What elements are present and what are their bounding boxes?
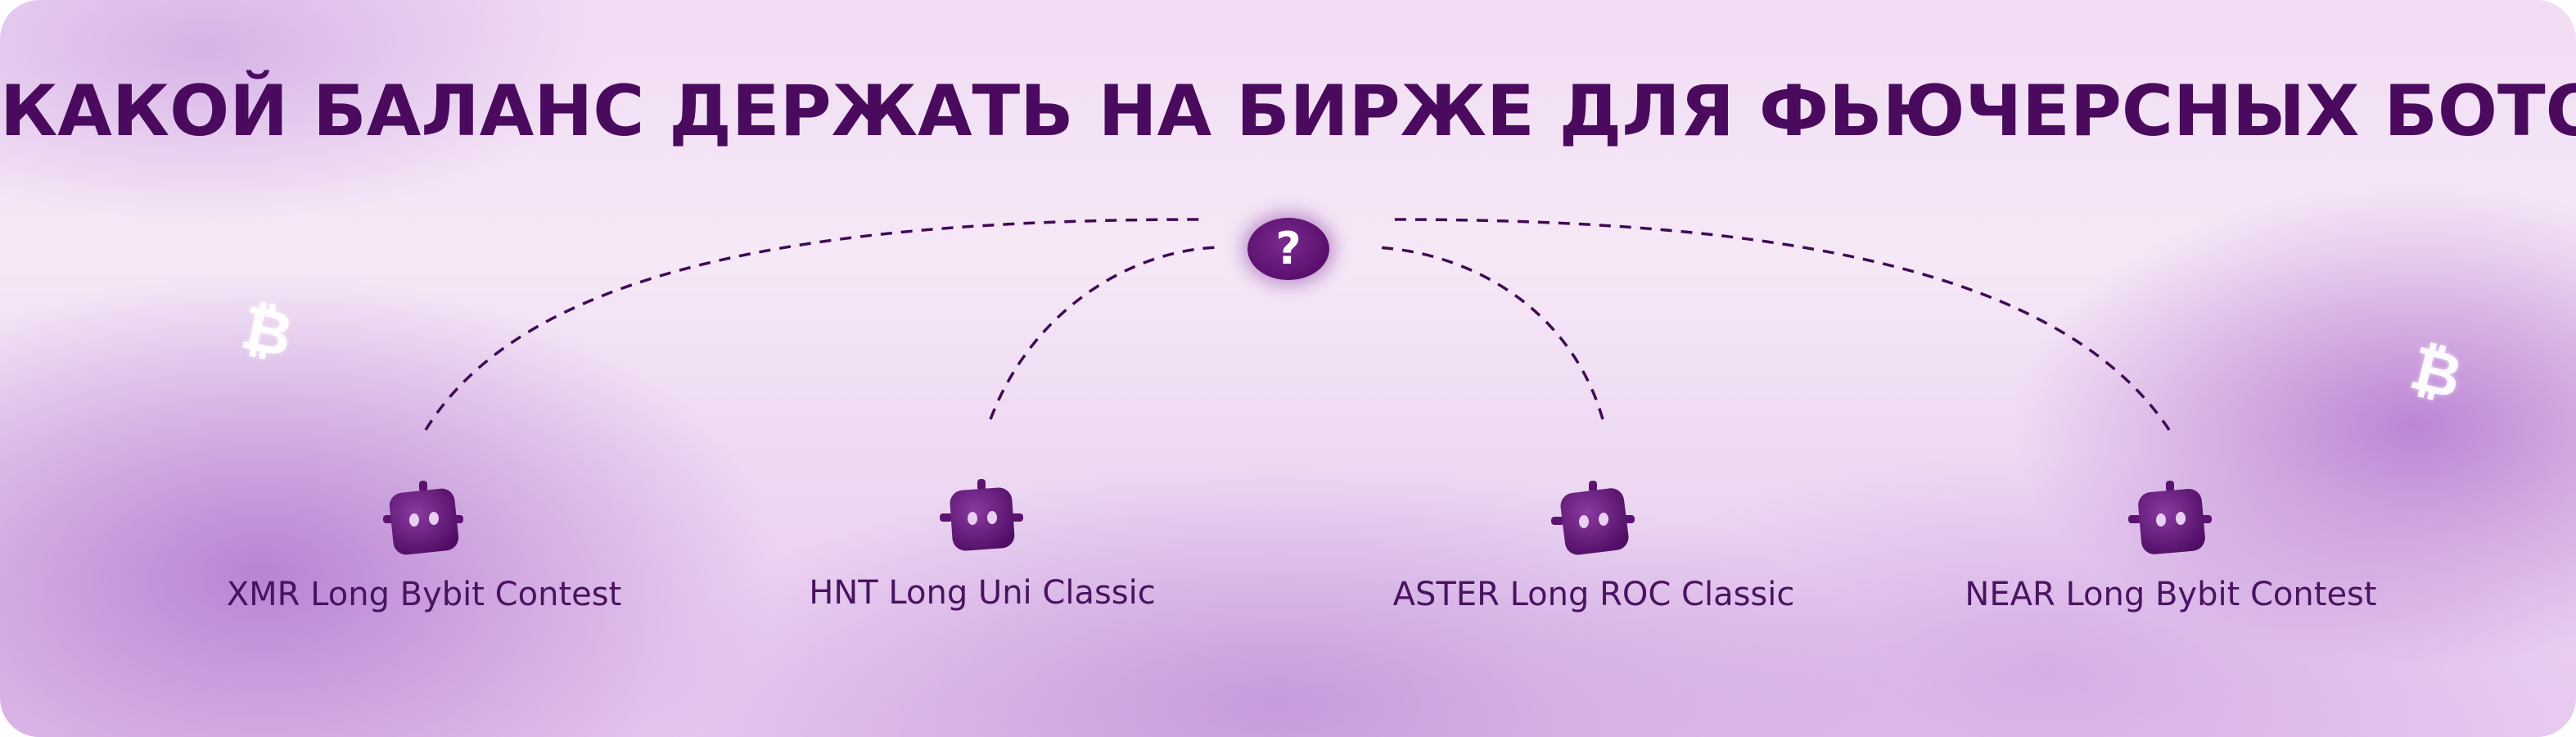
banner-title: КАКОЙ БАЛАНС ДЕРЖАТЬ НА БИРЖЕ ДЛЯ ФЬЮЧЕР… (0, 70, 2576, 152)
bot-card: NEAR Long Bybit Contest (1925, 479, 2416, 613)
robot-icon (2128, 481, 2212, 554)
question-mark-icon: ? (1275, 223, 1302, 274)
bot-label: NEAR Long Bybit Contest (1965, 576, 2377, 613)
bot-card: XMR Long Bybit Contest (178, 479, 670, 613)
question-badge: ? (1247, 218, 1329, 280)
bot-label: XMR Long Bybit Contest (226, 576, 622, 613)
bot-card: HNT Long Uni Classic (737, 477, 1228, 612)
connector-line-hnt (989, 246, 1220, 420)
bot-card: ASTER Long ROC Classic (1348, 479, 1839, 613)
robot-icon (383, 481, 463, 555)
bot-label: ASTER Long ROC Classic (1392, 576, 1795, 613)
bot-label: HNT Long Uni Classic (809, 574, 1156, 612)
connector-line-aster (1374, 246, 1604, 420)
robot-icon (940, 479, 1023, 551)
connector-line-near (1391, 218, 2171, 431)
connector-line-xmr (424, 218, 1202, 431)
robot-icon (1551, 481, 1635, 555)
